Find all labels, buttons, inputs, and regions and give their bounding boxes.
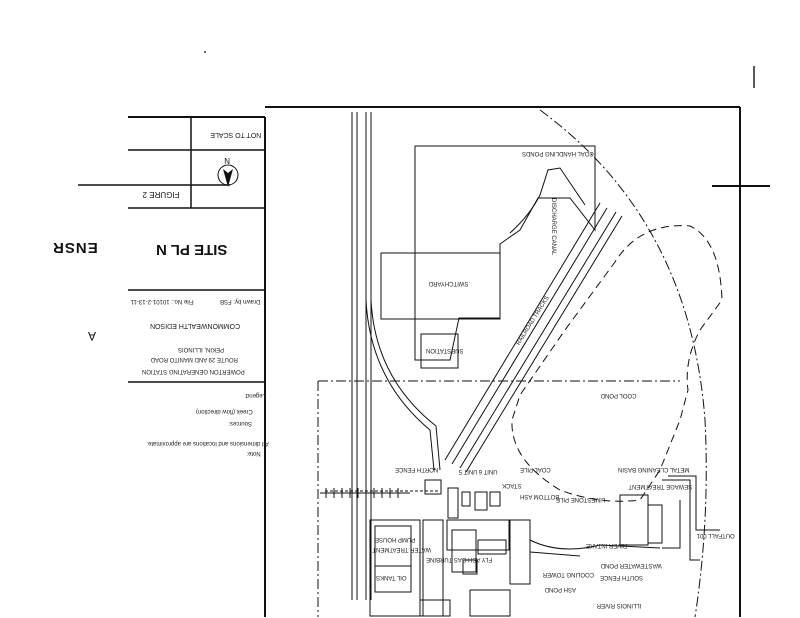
road-corridor <box>351 112 441 600</box>
substation-area <box>420 333 459 369</box>
river-intake-label: RIVER INTAKE <box>586 542 627 548</box>
ash-pond-label: ASH POND <box>544 586 576 592</box>
south-fence-label: SOUTH FENCE <box>600 574 643 580</box>
coal-pile-label: COAL PILE <box>520 466 551 472</box>
station-name: POWERTON GENERATING STATION <box>142 368 245 374</box>
city-label: PEKIN, ILLINOIS <box>178 346 224 352</box>
wastewater-pond-label: WASTEWATER POND <box>600 562 662 568</box>
cooling-tower-label: COOLING TOWER <box>542 571 594 577</box>
stack-label: STACK <box>502 482 522 488</box>
unit5-label: UNIT 5 <box>458 468 478 474</box>
notes-label: Note: <box>246 450 261 456</box>
metal-cleaning-label: METAL CLEANING BASIN <box>618 466 689 472</box>
cooling-pond <box>511 225 723 502</box>
coal-ponds-label: COAL HANDLING PONDS <box>522 150 594 156</box>
sewage-label: SEWAGE TREATMENT <box>628 483 692 489</box>
file-number: File No.: 10101-2-13-11 <box>130 298 194 304</box>
discharge-label: DISCHARGE CANAL <box>550 198 556 256</box>
outfall-label: OUTFALL 001 <box>696 532 735 538</box>
water-treatment-label: WATER TREATMENT <box>372 546 431 552</box>
north-fence-label: NORTH FENCE <box>395 466 438 472</box>
property-boundary <box>317 109 707 618</box>
plant-complex <box>369 475 720 617</box>
cooling-pond-label: COOL POND <box>600 392 636 398</box>
discharge-canal <box>509 167 586 234</box>
svg-text:N: N <box>224 156 230 165</box>
scale-note: NOT TO SCALE <box>210 131 261 138</box>
north-arrow-icon: N <box>217 156 239 187</box>
legend-label: Legend: <box>244 392 266 398</box>
sheet-title: SITE PL N <box>156 241 227 258</box>
map-frame <box>265 106 741 617</box>
switchyard-label: SWITCHYARD <box>428 280 469 286</box>
coal-handling-ponds <box>414 145 596 361</box>
note-text: All dimensions and locations are approxi… <box>146 440 269 446</box>
letter-mark: A <box>88 329 96 343</box>
figure-label: FIGURE 2 <box>142 190 179 199</box>
scan-speck <box>204 51 206 53</box>
oil-tanks-label: OIL TANKS <box>376 574 407 580</box>
legend-item: Creek (flow direction) <box>196 408 253 414</box>
title-block: NOT TO SCALE N FIGURE 2 SITE PL N Drawn … <box>128 116 269 617</box>
address-label: ROUTE 29 AND MANITO ROAD <box>150 356 238 362</box>
railroad-label: RAILROAD TRACKS <box>516 295 551 346</box>
limestone-label: LIMESTONE PILE <box>556 496 605 502</box>
substation-label: SUBSTATION <box>426 347 463 353</box>
ensr-logo: ENSR <box>52 239 98 256</box>
pump-house-label: PUMP HOUSE <box>375 536 415 542</box>
switchyard-area <box>380 252 501 320</box>
railroad-diagonal <box>444 202 623 473</box>
sources-label: Sources: <box>228 420 252 426</box>
fly-ash-label: FLY ASH <box>468 556 492 562</box>
drawn-by: Drawn by: FSB <box>220 298 260 304</box>
client-name: COMMONWEALTH EDISON <box>150 322 240 329</box>
unit6-label: UNIT 6 <box>478 468 498 474</box>
river-label: ILLINOIS RIVER <box>596 602 641 608</box>
bottom-ash-label: BOTTOM ASH <box>520 493 559 499</box>
gas-turbine-label: GAS TURBINE <box>426 556 467 562</box>
fence-ticks <box>320 488 410 498</box>
